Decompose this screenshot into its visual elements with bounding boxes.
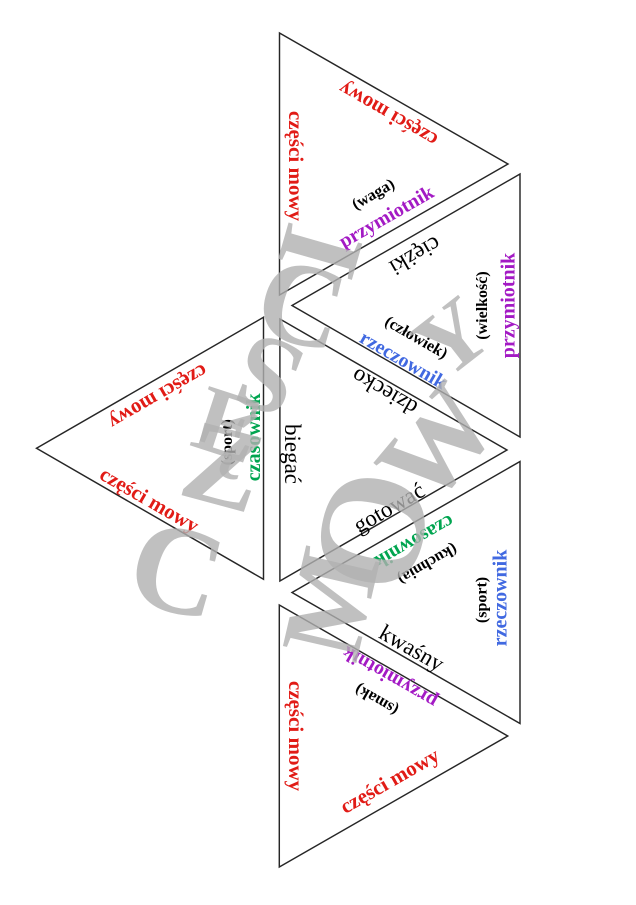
svg-text:biegać: biegać	[280, 424, 305, 484]
svg-text:części mowy: części mowy	[284, 111, 308, 222]
svg-text:czasownik: czasownik	[243, 393, 265, 482]
svg-text:(sport): (sport)	[474, 577, 491, 623]
svg-text:części mowy: części mowy	[284, 681, 308, 792]
svg-text:przymiotnik: przymiotnik	[498, 252, 520, 358]
svg-text:rzeczownik: rzeczownik	[490, 549, 512, 647]
svg-text:(sport): (sport)	[219, 419, 236, 465]
svg-text:(wielkość): (wielkość)	[474, 271, 491, 339]
